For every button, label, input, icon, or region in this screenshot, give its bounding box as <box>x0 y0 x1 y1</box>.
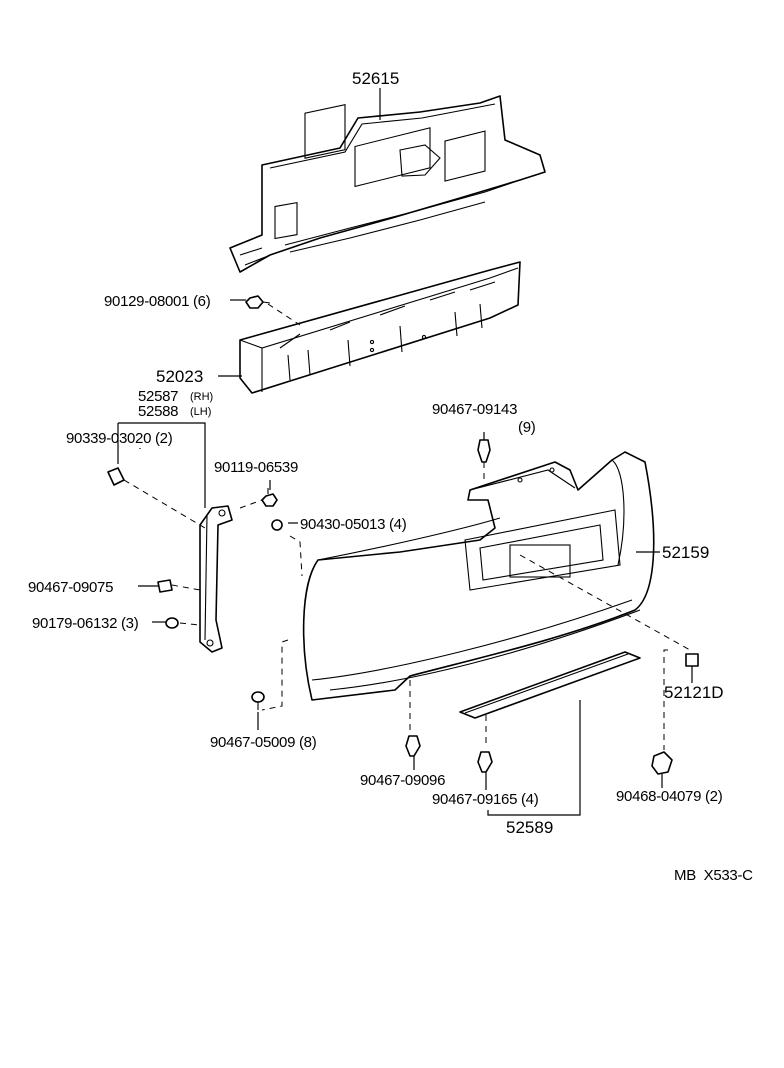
label-90467-09165: 90467-09165 (4) <box>432 791 539 808</box>
label-52589: 52589 <box>506 818 553 837</box>
bolt-90119-icon <box>261 488 278 507</box>
bolt-90129-icon <box>245 295 271 309</box>
label-90179-06132: 90179-06132 (3) <box>32 615 139 632</box>
nut-90468-icon <box>651 751 673 775</box>
clip-90467-09075-icon <box>157 579 173 593</box>
label-52023: 52023 <box>156 367 203 386</box>
label-52587: 52587 <box>138 388 178 405</box>
nut-90179-icon <box>165 617 179 629</box>
label-52587-side: (RH) <box>190 391 213 403</box>
label-52588: 52588 <box>138 403 178 420</box>
clip-52121D-icon <box>685 653 699 667</box>
side-bracket-52587 <box>199 505 233 653</box>
label-52615: 52615 <box>352 69 399 88</box>
label-52588-side: (LH) <box>190 406 211 418</box>
label-90339-03020: 90339-03020 (2) <box>66 430 173 447</box>
label-52159: 52159 <box>662 543 709 562</box>
label-90119-06539: 90119-06539 <box>214 459 298 476</box>
leader-lines <box>117 88 693 816</box>
fasteners <box>107 295 699 775</box>
label-90467-09096: 90467-09096 <box>360 772 445 789</box>
clip-90467-09165-icon <box>477 751 493 773</box>
label-90467-09075: 90467-09075 <box>28 579 113 596</box>
label-90430-05013: 90430-05013 (4) <box>300 516 407 533</box>
back-panel-52615 <box>229 95 546 273</box>
label-90467-05009: 90467-05009 (8) <box>210 734 317 751</box>
part-labels: 52615 90129-08001 (6) 52023 52587 (RH) 5… <box>28 69 753 884</box>
label-90467-09143: 90467-09143 <box>432 401 517 418</box>
nut-90430-icon <box>271 519 283 531</box>
bumper-cover-52159 <box>302 451 655 701</box>
strip-52589 <box>459 651 641 719</box>
reinforcement-52023 <box>239 261 521 394</box>
clip-90467-05009-icon <box>251 691 265 710</box>
label-52121D: 52121D <box>664 683 724 702</box>
clip-90339-icon <box>107 467 125 486</box>
diagram-code: MB X533-C <box>674 867 753 884</box>
label-90129-08001: 90129-08001 (6) <box>104 293 211 310</box>
label-90468-04079: 90468-04079 (2) <box>616 788 723 805</box>
clip-90467-09143-icon <box>477 439 491 463</box>
assembly-lines <box>123 303 691 750</box>
clip-90467-09096-icon <box>405 735 421 757</box>
label-90467-09143-qty: (9) <box>518 419 536 436</box>
